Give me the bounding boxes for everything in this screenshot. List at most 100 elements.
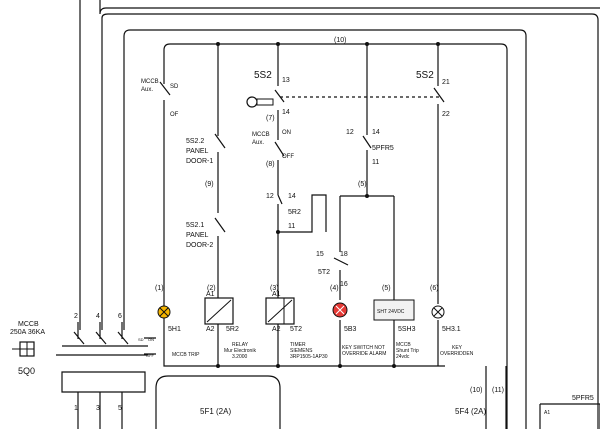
lamp-5h1 (157, 305, 171, 319)
t2-branch (333, 196, 349, 366)
lamp-5h31-d1: KEY (452, 345, 463, 351)
wire-3: (3) (270, 285, 279, 292)
junction-dot (276, 230, 280, 234)
shunt-d1: MCCB (396, 342, 411, 348)
pfr5-14: 14 (372, 129, 380, 136)
timer-d2: SIEMENS (290, 348, 313, 354)
switch-5s2-right-22: 22 (442, 111, 450, 118)
lamp-5h1-tag: 5H1 (168, 326, 181, 333)
shunt-trip-box (373, 299, 415, 321)
fuse-5f4-label: 5F4 (2A) (455, 407, 486, 416)
pfr5-11: 11 (372, 159, 379, 166)
relay-a2: A2 (206, 326, 215, 333)
r2-12: 12 (266, 193, 274, 200)
timer-a1: A1 (272, 291, 281, 298)
timer-d3: 3RP1505-1AP30 (290, 354, 328, 360)
lamp-5h31-d2: OVERRIDDEN (440, 351, 474, 357)
shunt-d2: Shunt Trip (396, 348, 419, 354)
relay-diagonal (206, 299, 232, 323)
timer-tag: 5T2 (290, 326, 302, 333)
wire-label-11: (11) (492, 387, 504, 394)
supply-line-inner (123, 29, 527, 429)
pfr5-12: 12 (346, 129, 354, 136)
door2-l2: DOOR-2 (186, 242, 213, 249)
wire-label-10-bottom: (10) (470, 387, 482, 394)
mccb-main (56, 322, 156, 429)
mccb-aux-sub: Aux. (141, 87, 153, 93)
buzzer-5b3 (332, 302, 348, 318)
wire-6: (6) (430, 285, 439, 292)
timer-a2: A2 (272, 326, 281, 333)
mccb-pole-3: 3 (96, 405, 100, 412)
mccb-main-off: OFF (146, 353, 155, 358)
supply-line-mid (101, 13, 599, 429)
buzzer-d1: KEY SWITCH NOT (342, 345, 385, 351)
door2-l1: PANEL (186, 232, 209, 239)
pfr5-box-a1: A1 (544, 410, 550, 416)
mccb-main-on: ON (148, 337, 154, 342)
pfr5-line (340, 44, 394, 197)
relay-d3: 3.2000 (232, 354, 248, 360)
pfr5-box (539, 403, 600, 429)
switch-5s2-left-13: 13 (282, 77, 290, 84)
lamp-5h31-tag: 5H3.1 (442, 326, 461, 333)
shunt-box-label: SHT 24VDC (377, 309, 405, 315)
lamp-5h1-wire (163, 338, 445, 367)
return-line (485, 366, 507, 429)
wire-2: (2) (207, 285, 216, 292)
wire-8: (8) (266, 161, 275, 168)
junction-dot (276, 42, 280, 46)
mccb-aux-title: MCCB (141, 79, 159, 85)
mccb-aux-of: OF (170, 112, 179, 118)
switch-5s2-left-tag: 5S2 (254, 70, 272, 81)
supply-line-outer (79, 0, 600, 330)
junction-dot (436, 42, 440, 46)
timer-diagonal (267, 298, 293, 324)
mccb-pole-4: 4 (96, 313, 100, 320)
key-switch-right-line (433, 44, 445, 366)
wire-1: (1) (155, 285, 164, 292)
r2-11: 11 (288, 223, 295, 230)
junction-dot (216, 42, 220, 46)
switch-5s2-left-14: 14 (282, 109, 290, 116)
mccb-aux-mid-off: OFF (282, 154, 294, 160)
switch-5s2-right-tag: 5S2 (416, 70, 434, 81)
wire-5-mid: (5) (358, 181, 367, 188)
junction-dot (365, 42, 369, 46)
wire-9: (9) (205, 181, 214, 188)
t2-15: 15 (316, 251, 324, 258)
door1-l1: PANEL (186, 148, 209, 155)
mccb-pole-6: 6 (118, 313, 122, 320)
mccb-pole-2: 2 (74, 313, 78, 320)
junction-dot (365, 194, 369, 198)
relay-a1: A1 (206, 291, 215, 298)
mccb-aux-mid-title: MCCB (252, 132, 270, 138)
fuse-5f1-box (155, 375, 281, 429)
r2-tag: 5R2 (288, 209, 301, 216)
mccb-aux-sd: SD (170, 84, 179, 90)
relay-d2: Mur Electronik (224, 348, 256, 354)
mccb-aux-mid-on: ON (282, 130, 291, 136)
fuse-5f1-label: 5F1 (2A) (200, 407, 231, 416)
mccb-aux-mid-sub: Aux. (252, 140, 264, 146)
pfr5-box-tag: 5PFR5 (572, 395, 594, 402)
door2-tag: 5S2.1 (186, 222, 204, 229)
mccb-main-l2: 250A 36KA (10, 329, 45, 336)
mccb-aux-left-line (159, 50, 171, 338)
switch-5s2-right-21: 21 (442, 79, 450, 86)
mccb-main-l1: MCCB (18, 321, 39, 328)
junction-dot (338, 364, 342, 368)
mccb-main-sd: SD (138, 337, 144, 342)
t2-tag: 5T2 (318, 269, 330, 276)
mccb-main-tag: 5Q0 (18, 366, 35, 376)
wire-7: (7) (266, 115, 275, 122)
mccb-pole-5: 5 (118, 405, 122, 412)
buzzer-tag: 5B3 (344, 326, 357, 333)
bus-10 (163, 43, 508, 429)
key-icon (246, 96, 274, 108)
shunt-d3: 24vdc (396, 354, 410, 360)
t2-18: 18 (340, 251, 348, 258)
r2-branch (278, 194, 327, 233)
junction-dot (392, 364, 396, 368)
